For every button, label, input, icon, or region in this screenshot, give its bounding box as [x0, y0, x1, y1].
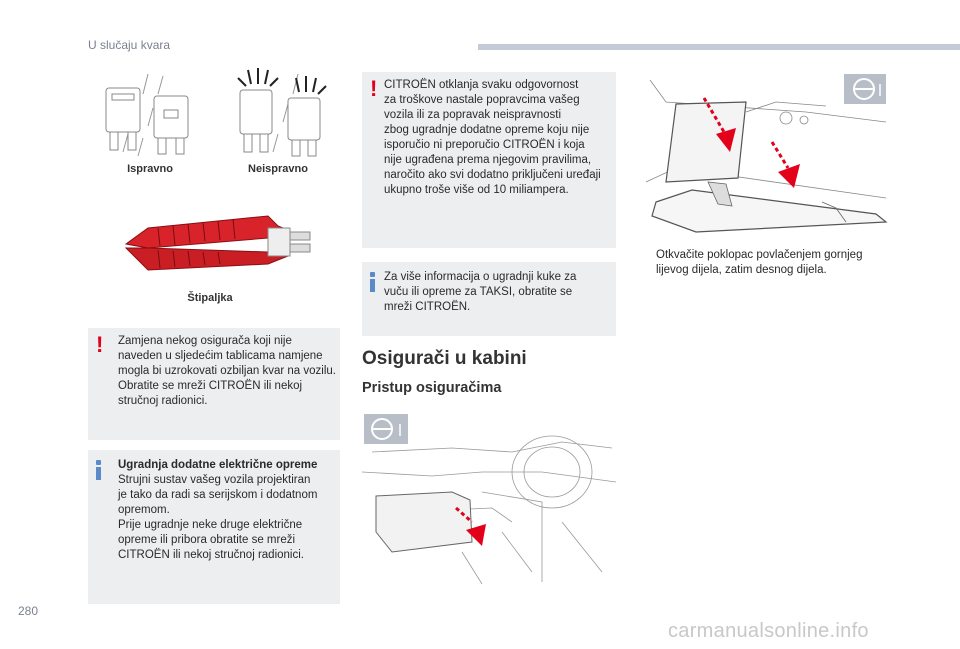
warning-icon: ! [370, 76, 378, 101]
warning-replace-line: mogla bi uzrokovati ozbiljan kvar na voz… [118, 365, 336, 377]
page-number: 280 [18, 604, 39, 618]
warning-liability-line: naročito ako svi dodatno priključeni ure… [384, 169, 601, 181]
cabin-illustration [361, 412, 617, 585]
warning-replace-line: Zamjena nekog osigurača koji nije [118, 335, 292, 347]
warning-liability-line: ukupno troše više od 10 miliampera. [384, 184, 569, 196]
info-towbar-line: mreži CITROËN. [384, 301, 471, 313]
fuse-illustration [105, 68, 327, 157]
caption-faulty: Neispravno [248, 163, 308, 175]
instruction-line: lijevog dijela, zatim desnog dijela. [656, 264, 827, 276]
watermark: carmanualsonline.info [668, 620, 869, 642]
caption-ok: Ispravno [127, 163, 173, 175]
chapter-title: U slučaju kvara [88, 38, 171, 52]
info-towbar-line: Za više informacija o ugradnji kuke za [384, 271, 577, 283]
info-towbar-line: vuču ili opreme za TAKSI, obratite se [384, 286, 573, 298]
glovebox-illustration [636, 72, 888, 236]
info-icon [370, 272, 375, 292]
fuse-figure [88, 64, 340, 184]
fuse-puller-illustration [124, 215, 311, 271]
caption-tool: Štipaljka [187, 292, 233, 304]
warning-liability-line: za troškove nastale popravcima vašeg [384, 94, 580, 106]
warning-liability-line: nije ugrađena prema njegovim pravilima, [384, 154, 592, 166]
info-box-towbar: Za više informacija o ugradnji kuke za v… [362, 262, 616, 336]
info-icon [96, 460, 101, 480]
warning-replace-line: stručnoj radionici. [118, 395, 208, 407]
info-accessories-line: Strujni sustav vašeg vozila projektiran [118, 474, 311, 486]
info-accessories-line: CITROËN ili nekoj stručnoj radionici. [118, 549, 304, 561]
warning-box-replace: ! Zamjena nekog osigurača koji nije nave… [88, 328, 340, 440]
info-accessories-line: Prije ugradnje neke druge električne [118, 519, 303, 531]
info-box-accessories: Ugradnja dodatne električne opreme Struj… [88, 450, 340, 604]
info-accessories-title: Ugradnja dodatne električne opreme [118, 459, 318, 471]
warning-replace-line: Obratite se mreži CITROËN ili nekoj [118, 380, 303, 392]
instruction-text: Otkvačite poklopac povlačenjem gornjeg l… [656, 248, 862, 278]
fuse-puller-figure [118, 208, 318, 278]
header-bar [478, 44, 960, 50]
cabin-figure [361, 412, 617, 585]
info-accessories-line: opreme ili pribora obratite se mreži [118, 534, 296, 546]
section-title: Osigurači u kabini [362, 348, 527, 369]
info-accessories-line: je tako da radi sa serijskom i dodatnom [118, 489, 318, 501]
instruction-line: Otkvačite poklopac povlačenjem gornjeg [656, 249, 863, 261]
warning-replace-line: naveden u sljedećim tablicama namjene [118, 350, 323, 362]
warning-liability-line: CITROËN otklanja svaku odgovornost [384, 79, 579, 91]
info-accessories-line: opremom. [118, 504, 170, 516]
warning-liability-line: zbog ugradnje dodatne opreme koju nije [384, 124, 590, 136]
warning-box-liability: ! CITROËN otklanja svaku odgovornost za … [362, 72, 616, 248]
subsection-title: Pristup osiguračima [362, 380, 502, 396]
glovebox-figure [636, 72, 888, 236]
warning-icon: ! [96, 332, 104, 357]
warning-liability-line: isporučio ni preporučio CITROËN i koja [384, 139, 585, 151]
warning-liability-line: vozila ili za popravak neispravnosti [384, 109, 562, 121]
